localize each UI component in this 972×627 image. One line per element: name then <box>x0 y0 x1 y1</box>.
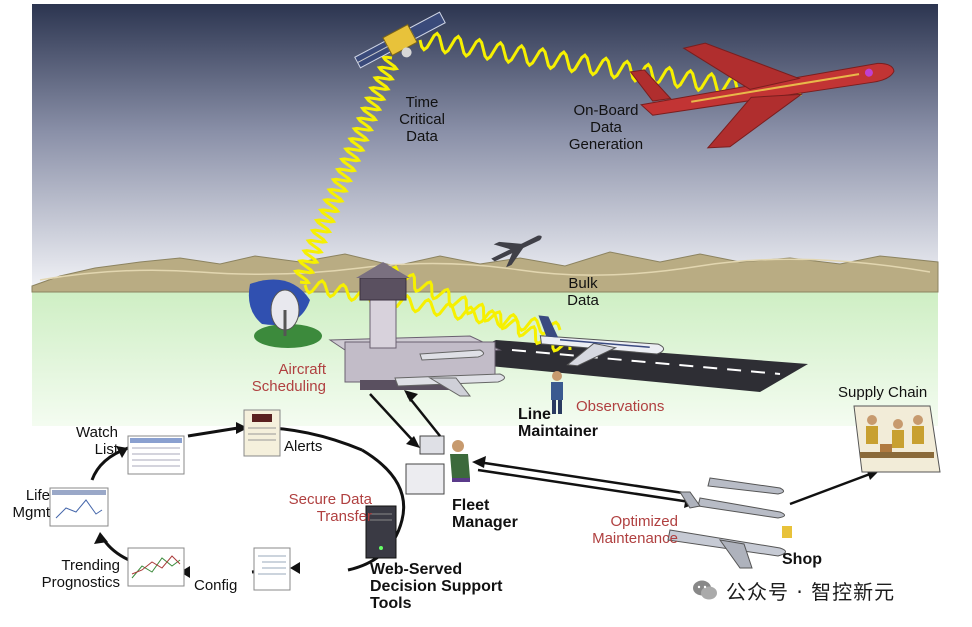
life-mgmt-screen-icon <box>49 487 109 527</box>
data-link-tower-to-plane <box>303 265 572 353</box>
loop-arrowhead-trending <box>180 566 190 578</box>
shop-supply-arrow <box>789 468 880 506</box>
trending-screen-icon <box>127 547 185 587</box>
shop-airplanes-icon <box>667 477 792 569</box>
label-line-maintainer: Line Maintainer <box>518 406 599 440</box>
data-link-satellite-to-plane <box>418 31 802 105</box>
line-maintainer-person-icon <box>551 371 563 414</box>
data-link-satellite-to-tower <box>292 55 400 285</box>
label-optimized-maintenance: Optimized Maintenance <box>592 513 678 547</box>
parked-airplane-icon <box>394 349 505 397</box>
label-supply-chain: Supply Chain <box>838 384 928 401</box>
supply-chain-workers-icon <box>853 405 941 473</box>
label-config: Config <box>194 577 238 594</box>
loop-arrowhead-watch <box>116 446 128 458</box>
fleet-manager-workstation-icon <box>405 435 470 495</box>
watermark-text: 公众号 · 智控新元 <box>726 579 896 604</box>
label-trending-prognostics: Trending Prognostics <box>41 557 120 591</box>
label-observations: Observations <box>576 398 665 415</box>
mountain-ridge <box>39 258 931 281</box>
runway-airplane-icon <box>538 315 665 367</box>
alerts-screen-icon <box>243 409 281 457</box>
radar-dish-icon <box>248 279 322 348</box>
label-bulk-data: Bulk Data <box>567 275 599 309</box>
label-secure-data-transfer: Secure Data Transfer <box>288 491 372 525</box>
onboard-airplane-icon <box>629 42 895 149</box>
loop-arrowhead-alerts <box>236 422 248 434</box>
label-time-critical-data: Time Critical Data <box>399 94 445 145</box>
server-tower-icon <box>365 505 397 559</box>
config-screen-icon <box>253 547 291 591</box>
label-watch-list: Watch List <box>76 424 118 458</box>
label-onboard-data-generation: On-Board Data Generation <box>568 102 644 153</box>
runway <box>448 340 808 392</box>
sky-background <box>32 4 938 289</box>
satellite-icon <box>354 11 446 69</box>
loop-arrowhead-config <box>290 562 300 574</box>
label-aircraft-scheduling: Aircraft Scheduling <box>251 361 326 395</box>
loop-arrowhead-life <box>94 532 108 544</box>
tower-fleet-arrows <box>369 390 441 448</box>
label-web-served-tools: Web-Served Decision Support Tools <box>370 561 503 612</box>
small-airplane-icon <box>491 235 542 268</box>
label-fleet-manager: Fleet Manager <box>452 497 518 531</box>
label-alerts: Alerts <box>284 438 323 455</box>
watch-list-screen-icon <box>127 435 185 475</box>
wechat-icon <box>693 580 717 600</box>
label-life-mgmt: Life Mgmt <box>12 487 51 521</box>
label-shop: Shop <box>782 551 822 568</box>
watermark: 公众号 · 智控新元 <box>692 576 895 604</box>
